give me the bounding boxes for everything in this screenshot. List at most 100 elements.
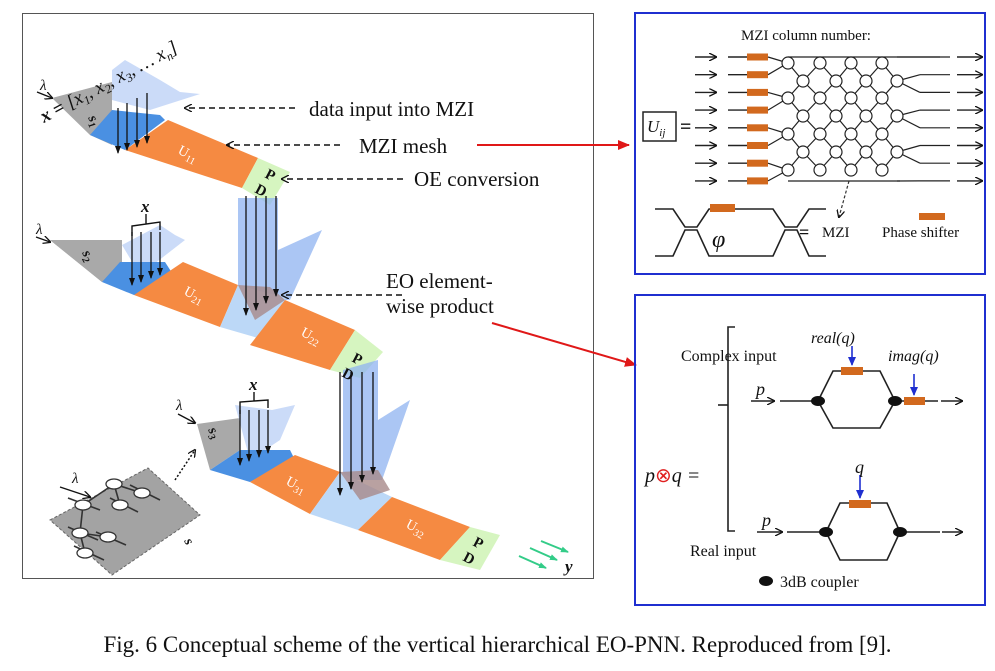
mzi-node xyxy=(796,145,810,159)
mzi-unit-diagram xyxy=(655,208,826,257)
block-label-u21: U21 xyxy=(180,284,206,308)
mzi-block-u22 xyxy=(250,300,355,370)
annotation-eo-product-line1: EO element- xyxy=(386,269,493,293)
mzi-node xyxy=(859,145,873,159)
mzi-node xyxy=(890,74,904,88)
input-region-3 xyxy=(210,450,295,482)
coupler-legend-icon xyxy=(759,576,773,586)
product-region-3 xyxy=(310,472,392,530)
mzi-node xyxy=(859,74,873,88)
product-connector xyxy=(491,322,637,367)
x-brackets xyxy=(131,214,269,414)
couplers xyxy=(759,396,907,586)
overlap-region-3 xyxy=(340,470,390,500)
phase-shifter xyxy=(747,124,768,132)
source-s3 xyxy=(197,418,240,470)
layer-3 xyxy=(197,405,500,570)
lambda-label-3: λ xyxy=(175,398,183,414)
mzi-mesh-panel xyxy=(634,12,986,275)
lambda-label-chip: λ xyxy=(71,471,79,487)
source-chip xyxy=(49,450,201,576)
mzi-node xyxy=(890,109,904,123)
y-label: y xyxy=(563,557,573,576)
eo-product-panel xyxy=(634,294,986,606)
mzi-node xyxy=(844,163,858,177)
product-equation: p⊗q = xyxy=(643,465,700,487)
block-label-u31: U31 xyxy=(282,474,308,498)
annotation-data-input: data input into MZI xyxy=(309,97,474,121)
mzi-node xyxy=(875,163,889,177)
figure-caption: Fig. 6 Conceptual scheme of the vertical… xyxy=(103,632,892,657)
mzi-node xyxy=(890,145,904,159)
mzi-equals: = xyxy=(799,222,809,242)
mzi-pointer-arrow xyxy=(839,180,850,217)
mzi-mesh-diagram xyxy=(695,54,982,185)
input-arrows xyxy=(115,93,376,496)
mzi-node xyxy=(859,109,873,123)
mzi-node xyxy=(796,74,810,88)
beam-down-2 xyxy=(343,360,410,480)
beam-plane-1 xyxy=(112,60,200,110)
mzi-node xyxy=(813,163,827,177)
lambda-label-2: λ xyxy=(35,222,43,238)
mzi-node xyxy=(829,74,843,88)
mzi-node xyxy=(829,109,843,123)
control-arrows xyxy=(848,346,918,499)
mzi-legend-label: MZI xyxy=(822,225,850,241)
q-label-real: q xyxy=(855,457,864,477)
x-label-layer2: x xyxy=(140,197,150,216)
block-label-u11: U11 xyxy=(174,143,199,167)
mzi-node xyxy=(875,56,889,70)
annotation-mzi-mesh: MZI mesh xyxy=(359,134,448,158)
mzi-node xyxy=(813,56,827,70)
mzi-node xyxy=(813,91,827,105)
complex-input-label: Complex input xyxy=(681,348,777,365)
phase-shifter-legend-label: Phase shifter xyxy=(882,225,959,241)
detector-pd-3 xyxy=(440,527,500,570)
lambda-arrows xyxy=(35,91,195,497)
mzi-node xyxy=(781,56,795,70)
mzi-node xyxy=(796,109,810,123)
imag-q-phase-shifter xyxy=(904,397,925,405)
q-phase-shifter xyxy=(849,500,871,508)
mzi-block-u21 xyxy=(134,262,238,327)
block-label-u22: U22 xyxy=(297,325,323,349)
mzi-unit-phase-shifter xyxy=(710,204,735,212)
mzi-node xyxy=(844,56,858,70)
mzi-node xyxy=(781,127,795,141)
coupler-legend-label: 3dB coupler xyxy=(780,574,859,591)
mzi-panel-title: MZI column number: xyxy=(741,28,871,44)
x-label-layer3: x xyxy=(248,375,258,394)
phase-shifter-legend-swatch xyxy=(919,213,945,220)
mzi-block-u31 xyxy=(250,455,340,514)
phase-shifter xyxy=(747,177,768,185)
red-connectors xyxy=(477,140,637,367)
real-q-label: real(q) xyxy=(811,330,855,347)
p-label-real: p xyxy=(760,510,771,530)
annotation-arrows xyxy=(185,108,403,295)
beam-plane-3 xyxy=(235,405,295,460)
source-s2-body xyxy=(50,240,122,282)
mzi-node xyxy=(829,145,843,159)
phase-shifter xyxy=(747,142,768,149)
mzi-node xyxy=(844,127,858,141)
mzi-node xyxy=(781,163,795,177)
phi-label: φ xyxy=(712,227,725,253)
lambda-label-1: λ xyxy=(39,78,47,94)
uij-label: Uij xyxy=(647,117,665,139)
phase-shifter xyxy=(747,71,768,79)
mzi-block-u32 xyxy=(358,497,470,560)
block-label-u32: U32 xyxy=(402,517,428,541)
hierarchical-eo-pnn-panel xyxy=(22,13,594,579)
mzi-node xyxy=(875,91,889,105)
beam-down-1 xyxy=(238,198,322,300)
phase-shifter xyxy=(747,159,768,167)
phase-shifter xyxy=(747,53,768,61)
uij-box xyxy=(642,111,677,142)
phase-shifter xyxy=(747,88,768,96)
annotation-eo-product-line2: wise product xyxy=(386,294,494,318)
mzi-node xyxy=(781,91,795,105)
output-arrows xyxy=(518,540,569,569)
real-input-label: Real input xyxy=(690,543,757,560)
